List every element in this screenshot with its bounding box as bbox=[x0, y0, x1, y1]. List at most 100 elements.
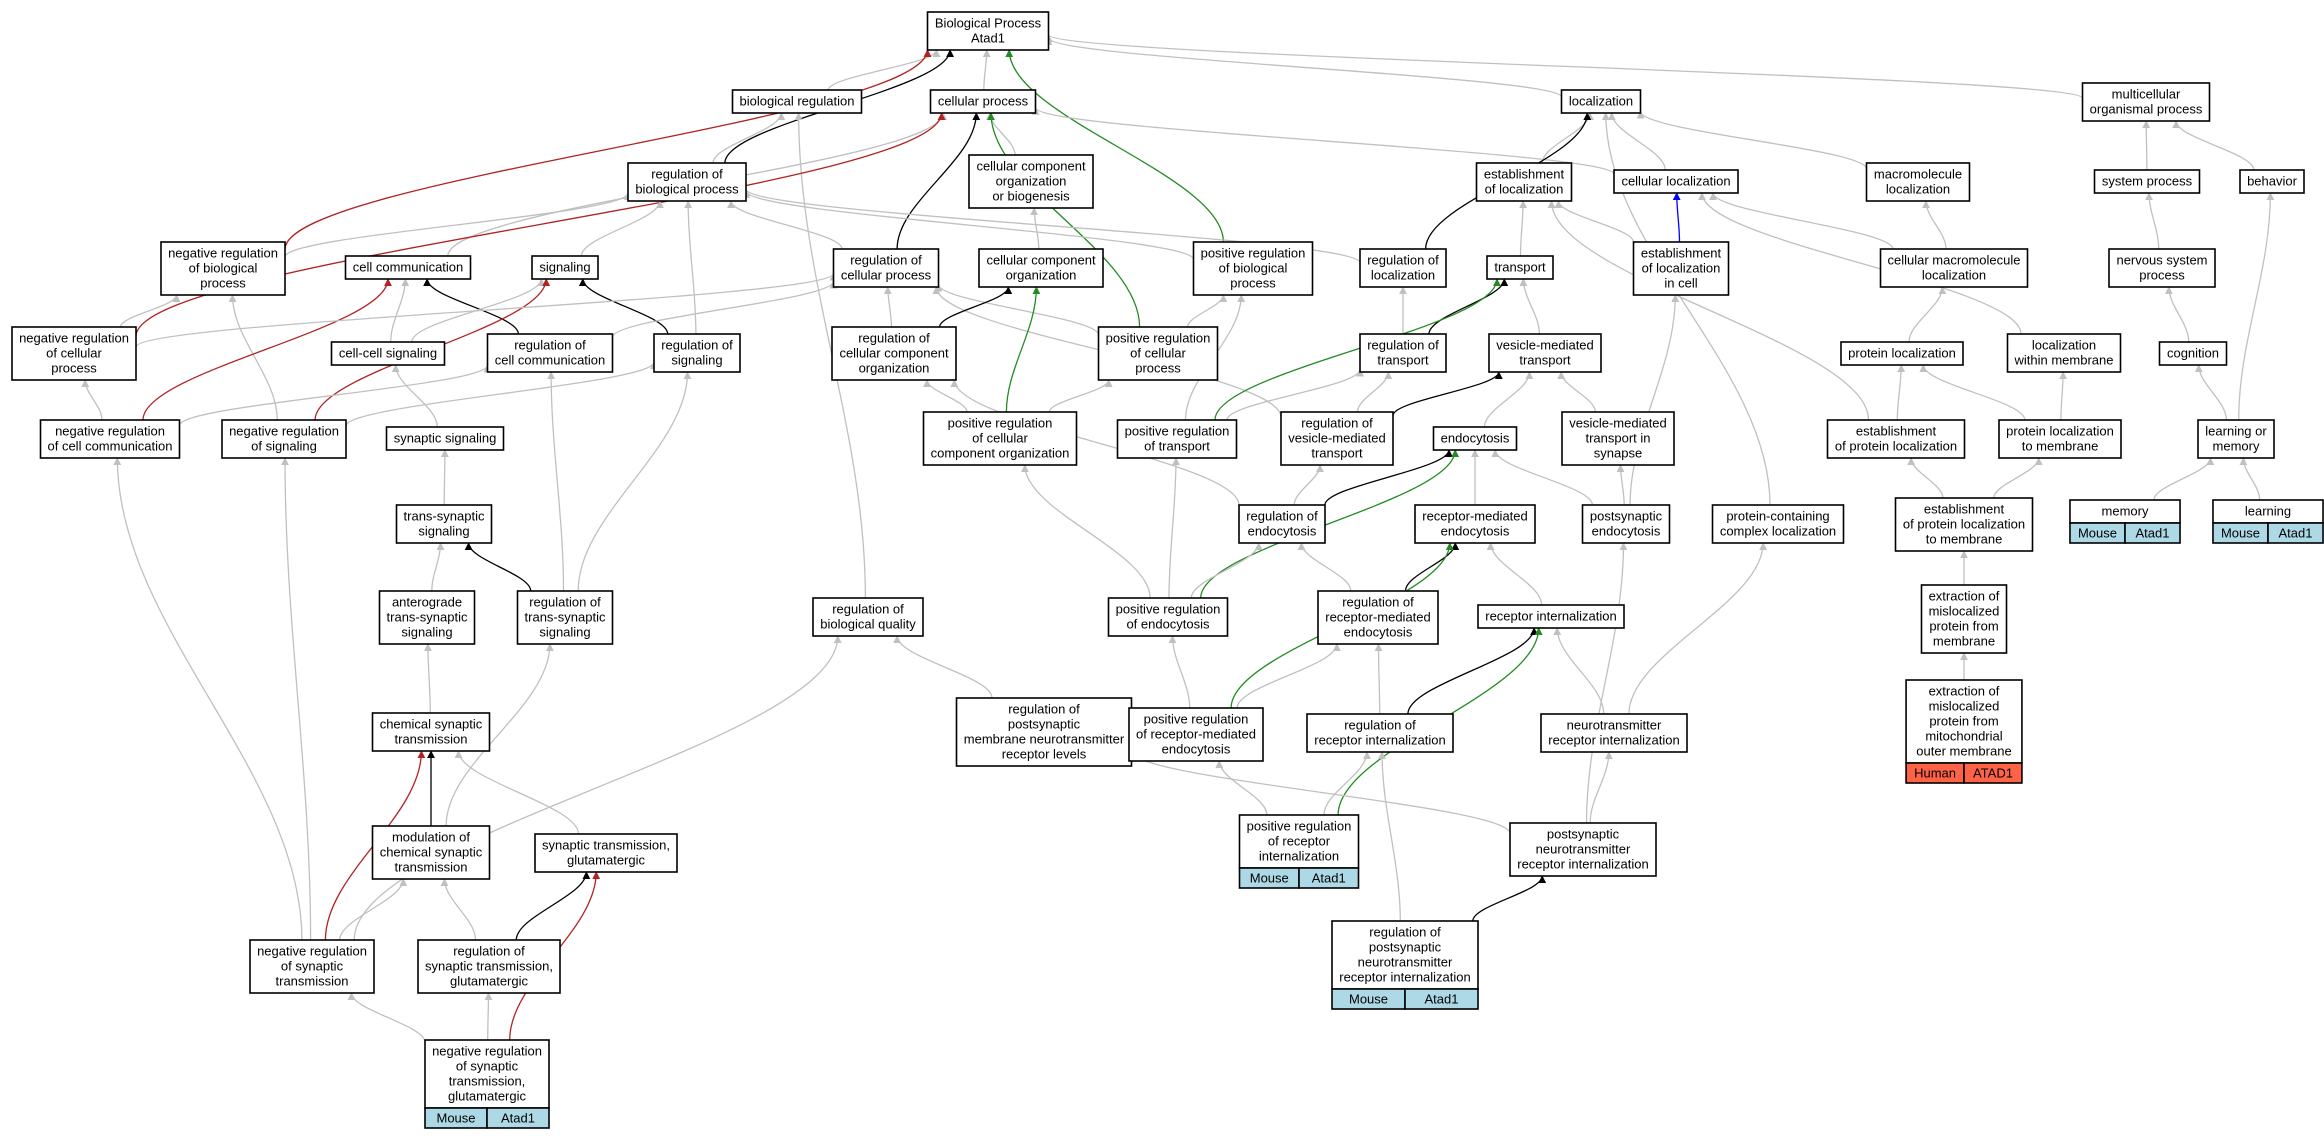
edge-gray bbox=[1323, 751, 1371, 816]
edge-gray bbox=[178, 364, 492, 426]
go-term-box bbox=[385, 426, 505, 451]
edge-gray bbox=[1553, 627, 1605, 715]
edge-gray bbox=[440, 449, 449, 506]
go-term-label: modulation of bbox=[392, 830, 470, 845]
edge-gray bbox=[1378, 751, 1401, 922]
edge-gray bbox=[883, 286, 893, 328]
go-term-box bbox=[1116, 419, 1238, 459]
edge-gray bbox=[353, 635, 842, 941]
go-term-box bbox=[831, 326, 957, 381]
edge-gray bbox=[345, 361, 658, 427]
go-term-label: protein-containing bbox=[1726, 509, 1829, 524]
go-term-box bbox=[531, 255, 599, 280]
go-term-box bbox=[1475, 162, 1573, 202]
edge-black bbox=[1428, 278, 1509, 335]
go-term-label: signaling bbox=[539, 625, 590, 640]
edge-gray bbox=[727, 200, 843, 250]
go-term-label: complex localization bbox=[1720, 524, 1836, 539]
go-term-box bbox=[1432, 426, 1518, 451]
go-term-box bbox=[1711, 504, 1845, 544]
go-term-node: cognition bbox=[2158, 341, 2228, 366]
go-term-label: regulation of bbox=[1301, 416, 1373, 431]
go-term-box bbox=[1359, 333, 1447, 373]
go-term-box bbox=[417, 939, 561, 994]
go-term-label: receptor internalization bbox=[1314, 733, 1446, 748]
go-term-label: receptor-mediated bbox=[1325, 610, 1431, 625]
go-term-label: regulation of bbox=[1369, 925, 1441, 940]
go-term-label: mislocalized bbox=[1929, 699, 2000, 714]
go-term-label: endocytosis bbox=[1162, 742, 1231, 757]
go-term-label: localization bbox=[2032, 338, 2096, 353]
go-term-box bbox=[1920, 584, 2008, 654]
go-term-label: transport bbox=[1494, 260, 1546, 275]
go-term-label: regulation of bbox=[850, 253, 922, 268]
go-term-label: postsynaptic bbox=[1369, 940, 1442, 955]
go-term-label: negative regulation bbox=[257, 944, 367, 959]
go-term-label: signaling bbox=[671, 353, 722, 368]
go-term-label: endocytosis bbox=[1248, 524, 1317, 539]
go-term-label: glutamatergic bbox=[567, 853, 646, 868]
go-term-label: biological quality bbox=[820, 617, 916, 632]
edge-gray bbox=[2239, 457, 2261, 501]
go-term-label: within membrane bbox=[2014, 353, 2114, 368]
go-term-label: cell communication bbox=[353, 260, 464, 275]
go-term-label: process bbox=[1135, 361, 1181, 376]
go-term-label: endocytosis bbox=[1592, 524, 1661, 539]
go-term-box bbox=[1488, 333, 1602, 373]
edge-gray bbox=[391, 364, 438, 428]
edge-gray bbox=[1636, 110, 1868, 170]
go-term-label: cellular localization bbox=[1621, 174, 1730, 189]
go-term-label: process bbox=[200, 276, 246, 291]
go-term-label: positive regulation bbox=[1116, 602, 1221, 617]
go-term-label: or biogenesis bbox=[992, 189, 1070, 204]
edge-green bbox=[987, 112, 1141, 328]
edge-gray bbox=[390, 278, 410, 343]
go-term-label: establishment bbox=[1856, 424, 1937, 439]
edge-gray bbox=[347, 992, 426, 1043]
go-term-label: macromolecule bbox=[1874, 167, 1962, 182]
go-term-box bbox=[1826, 419, 1966, 459]
gene-cell-label: Atad1 bbox=[1425, 992, 1459, 1007]
edge-gray bbox=[135, 272, 838, 348]
go-term-node: synaptic signaling bbox=[385, 426, 505, 451]
edge-gray bbox=[1356, 371, 1393, 413]
go-term-box bbox=[2197, 419, 2275, 459]
gene-cell-label: Atad1 bbox=[1312, 871, 1346, 886]
go-term-label: of cell communication bbox=[48, 439, 173, 454]
edge-gray bbox=[1236, 643, 1341, 709]
go-term-box bbox=[1238, 504, 1326, 544]
go-term-label: of protein localization bbox=[1903, 517, 2025, 532]
go-term-box bbox=[160, 241, 286, 296]
go-term-label: synaptic signaling bbox=[394, 431, 497, 446]
go-term-label: cellular process bbox=[938, 94, 1029, 109]
go-term-box bbox=[1560, 89, 1642, 114]
go-term-label: transport bbox=[1519, 353, 1571, 368]
go-term-node: localization bbox=[1560, 89, 1642, 114]
edge-gray bbox=[1483, 371, 1534, 428]
edge-gray bbox=[1919, 364, 2026, 421]
go-term-box bbox=[516, 590, 614, 645]
go-term-label: cellular component bbox=[839, 346, 949, 361]
edge-gray bbox=[1020, 464, 1151, 599]
gene-cell bbox=[486, 1107, 550, 1129]
edge-black bbox=[1404, 542, 1460, 592]
go-term-label: trans-synaptic bbox=[525, 610, 606, 625]
go-term-node: cell communication bbox=[344, 255, 472, 280]
go-term-label: negative regulation bbox=[432, 1044, 542, 1059]
gene-cell bbox=[1298, 867, 1360, 889]
go-term-box bbox=[1840, 341, 1964, 366]
edge-gray bbox=[423, 643, 432, 714]
go-term-label: behavior bbox=[2247, 174, 2298, 189]
go-term-box bbox=[378, 590, 476, 645]
go-term-label: to membrane bbox=[2022, 439, 2099, 454]
go-term-label: localization bbox=[1886, 182, 1950, 197]
go-term-box bbox=[1192, 241, 1314, 296]
